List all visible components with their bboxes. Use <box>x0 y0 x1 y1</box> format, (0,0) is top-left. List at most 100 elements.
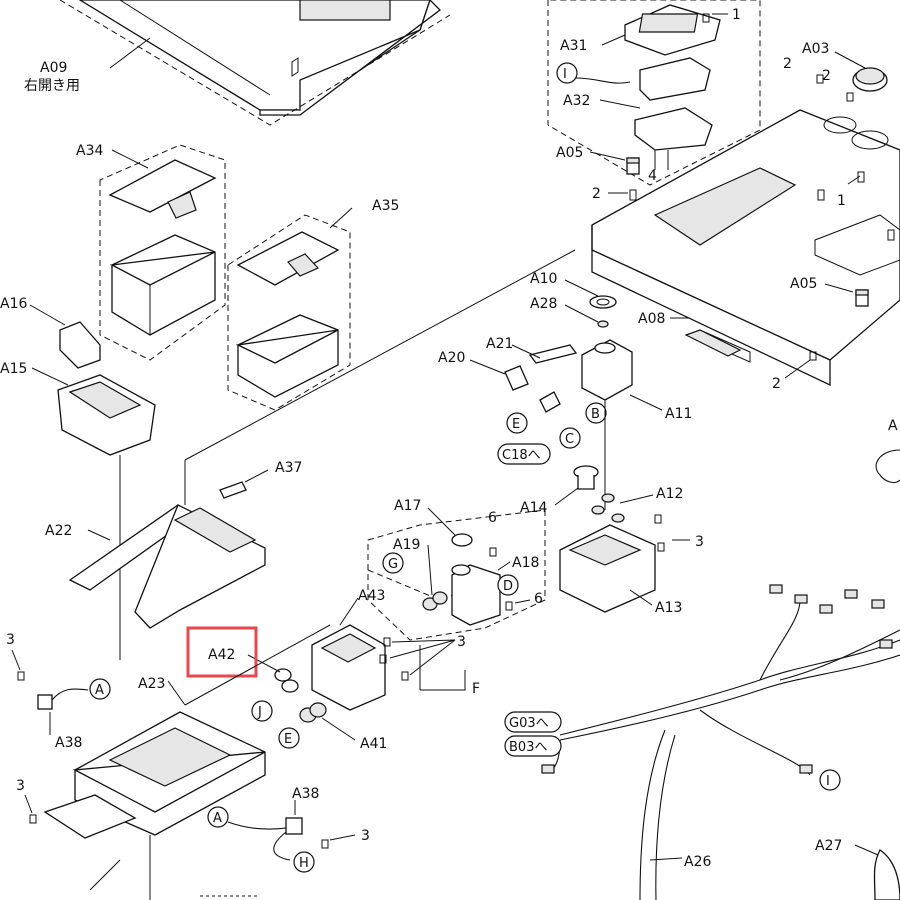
part-a31-control-panel <box>624 4 721 56</box>
label-a16: A16 <box>0 296 27 312</box>
ref-circle-i-top <box>556 62 578 84</box>
label-a34: A34 <box>76 143 103 159</box>
part-a21-hose <box>528 344 578 413</box>
part-a43-pump <box>311 624 386 711</box>
ref-e-bottom: E <box>284 732 292 747</box>
label-a14: A14 <box>520 500 547 516</box>
ref-j: J <box>257 705 262 720</box>
part-a17-oring <box>451 533 473 547</box>
part-a34-drawer <box>108 159 217 336</box>
label-a12: A12 <box>656 486 683 502</box>
part-a35-drawer <box>235 231 340 398</box>
ref-f: F <box>472 681 480 697</box>
part-a05-right-switch <box>855 289 869 307</box>
screw-6-bottom <box>505 601 513 611</box>
part-a27-component <box>873 849 900 900</box>
label-a38-bottom: A38 <box>292 786 319 802</box>
ref-circle-h <box>293 851 315 873</box>
screw-2-bottom <box>809 351 817 361</box>
screw-3-bottom <box>321 839 329 849</box>
screws-4 <box>654 150 669 170</box>
part-a05-top-switch <box>626 157 640 175</box>
part-a22-rail <box>68 504 266 629</box>
ref-g: G <box>388 557 398 572</box>
part-a32-circuit-board <box>574 57 713 151</box>
part-edge-hook <box>875 449 900 484</box>
ref-c: C <box>565 432 574 447</box>
label-screw-2-a: 2 <box>783 56 792 72</box>
ref-h: H <box>299 856 309 871</box>
label-screw-2-left: 2 <box>592 186 601 202</box>
ref-i-top: I <box>563 67 567 82</box>
ref-circle-b <box>585 402 607 424</box>
screws-3-pump <box>379 637 409 681</box>
label-a42: A42 <box>208 647 235 663</box>
ref-circle-g <box>382 552 404 574</box>
label-a37: A37 <box>275 460 302 476</box>
label-screw-2-bottom: 2 <box>772 376 781 392</box>
label-screw-3-pump: 3 <box>457 634 466 650</box>
label-a05-right: A05 <box>790 276 817 292</box>
label-a19: A19 <box>393 537 420 553</box>
label-a09: A09 <box>40 60 67 76</box>
part-a19-fittings <box>422 591 448 611</box>
part-a42-seal-rings <box>274 668 299 693</box>
part-a11-valve <box>581 339 633 401</box>
part-a38-bottom-sensor <box>227 817 303 861</box>
part-a41-fittings <box>299 702 327 723</box>
label-a38-left: A38 <box>55 735 82 751</box>
label-screw-1-cover: 1 <box>837 193 846 209</box>
ref-c18: C18へ <box>502 448 541 463</box>
screw-1-top <box>702 13 710 23</box>
ref-circle-e-bottom <box>278 727 300 749</box>
screw-6-top <box>489 547 497 557</box>
ref-i-bottom: I <box>826 774 830 789</box>
label-a05-top: A05 <box>556 145 583 161</box>
label-a28: A28 <box>530 296 557 312</box>
ref-box-g03 <box>504 711 562 733</box>
label-a15: A15 <box>0 361 27 377</box>
label-screw-6-bottom: 6 <box>534 591 543 607</box>
label-a27: A27 <box>815 838 842 854</box>
label-a23: A23 <box>138 676 165 692</box>
label-screw-3-bottom: 3 <box>361 828 370 844</box>
ref-g03: G03へ <box>509 716 549 731</box>
ref-e-top: E <box>512 417 520 432</box>
label-a20: A20 <box>438 350 465 366</box>
label-screw-6-top: 6 <box>488 510 497 526</box>
part-a09-door <box>59 0 451 126</box>
part-a12-nuts <box>591 493 625 523</box>
part-a16-bracket <box>59 321 101 369</box>
ref-circle-a-bottom <box>207 806 229 828</box>
label-screw-3-left-bottom: 3 <box>16 778 25 794</box>
part-a10-ring <box>589 295 617 309</box>
ref-d: D <box>503 579 513 594</box>
screws-2-a03 <box>816 74 854 102</box>
screws-cover <box>817 171 895 241</box>
part-a08-label <box>684 329 742 357</box>
ref-b03: B03へ <box>509 740 547 755</box>
label-a11: A11 <box>665 406 692 422</box>
label-a32: A32 <box>563 93 590 109</box>
label-a03: A03 <box>802 41 829 57</box>
ref-box-c18 <box>497 443 551 465</box>
label-a18: A18 <box>512 555 539 571</box>
part-a28-seal <box>597 320 609 328</box>
part-a13-valve-block <box>559 524 656 613</box>
label-a43: A43 <box>358 588 385 604</box>
label-a26: A26 <box>684 854 711 870</box>
label-screw-3-left-top: 3 <box>6 632 15 648</box>
part-a15-tray <box>57 374 156 456</box>
ref-a-bottom: A <box>213 811 222 826</box>
screw-2-left <box>629 189 637 201</box>
label-a21: A21 <box>486 336 513 352</box>
ref-circle-i-bottom <box>819 769 841 791</box>
ref-circle-a-left <box>89 678 111 700</box>
highlight-box-a42 <box>186 626 258 678</box>
part-a38-left-sensor <box>37 688 89 710</box>
label-screw-1-top: 1 <box>732 7 741 23</box>
label-a35: A35 <box>372 198 399 214</box>
label-a08: A08 <box>638 311 665 327</box>
part-wiring-harness <box>541 584 900 900</box>
